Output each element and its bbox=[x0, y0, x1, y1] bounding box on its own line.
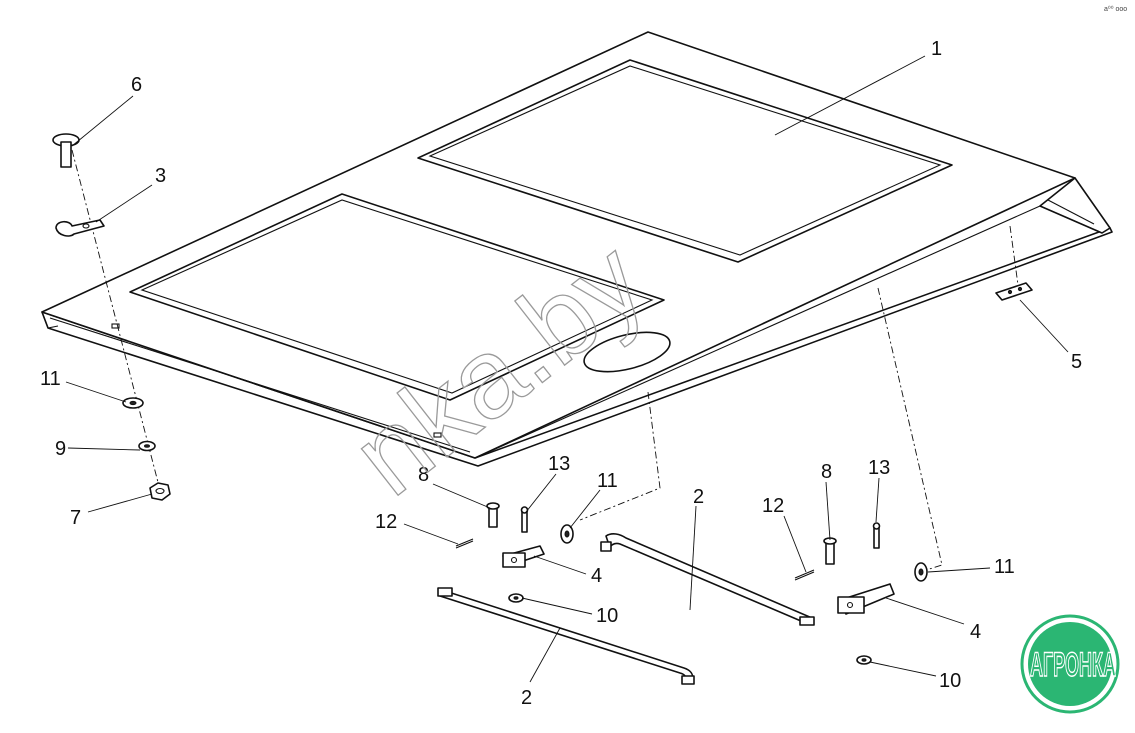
roof-window-front bbox=[129, 193, 665, 401]
split-pin-12-left bbox=[455, 538, 474, 547]
callout-11: 11 bbox=[597, 470, 618, 492]
callout-1: 1 bbox=[931, 38, 942, 60]
callout-labels: 1 2 2 3 4 4 5 6 7 8 8 9 10 10 11 11 11 1… bbox=[40, 38, 1082, 709]
agronka-logo: АГРОНКА bbox=[1020, 614, 1120, 714]
corner-mark: a⁰⁰ ooo bbox=[1104, 5, 1127, 13]
roof-hatch-opening bbox=[583, 331, 671, 373]
callout-11: 11 bbox=[40, 368, 61, 390]
callout-11: 11 bbox=[994, 556, 1015, 578]
strut-rod-2-lower bbox=[439, 589, 694, 683]
callout-6: 6 bbox=[131, 74, 142, 96]
callout-2: 2 bbox=[693, 486, 704, 508]
right-strut-assembly bbox=[794, 287, 943, 665]
callout-10: 10 bbox=[939, 670, 961, 692]
callout-5: 5 bbox=[1071, 351, 1082, 373]
leader-lines bbox=[65, 55, 1069, 683]
callout-12: 12 bbox=[375, 511, 397, 533]
callout-8: 8 bbox=[418, 464, 429, 486]
roof-window-rear bbox=[417, 59, 953, 263]
callout-4: 4 bbox=[970, 621, 981, 643]
split-pin-12-right bbox=[794, 569, 815, 579]
callout-9: 9 bbox=[55, 438, 66, 460]
callout-2: 2 bbox=[521, 687, 532, 709]
roof-panel bbox=[41, 31, 1113, 467]
callout-10: 10 bbox=[596, 605, 618, 627]
strut-rod-2-upper bbox=[605, 533, 813, 625]
callout-8: 8 bbox=[821, 461, 832, 483]
callout-4: 4 bbox=[591, 565, 602, 587]
callout-13: 13 bbox=[868, 457, 890, 479]
callout-12: 12 bbox=[762, 495, 784, 517]
nut-7 bbox=[149, 482, 171, 501]
callout-13: 13 bbox=[548, 453, 570, 475]
bracket-5 bbox=[995, 225, 1033, 301]
left-fastener-stack bbox=[52, 133, 171, 501]
logo-badge bbox=[1028, 622, 1112, 706]
center-strut-assembly bbox=[437, 391, 815, 685]
clamp-3 bbox=[55, 219, 105, 237]
callout-7: 7 bbox=[70, 507, 81, 529]
logo-text: АГРОНКА bbox=[1030, 646, 1116, 684]
callout-3: 3 bbox=[155, 165, 166, 187]
roof-panel-right-flange bbox=[1039, 177, 1111, 234]
